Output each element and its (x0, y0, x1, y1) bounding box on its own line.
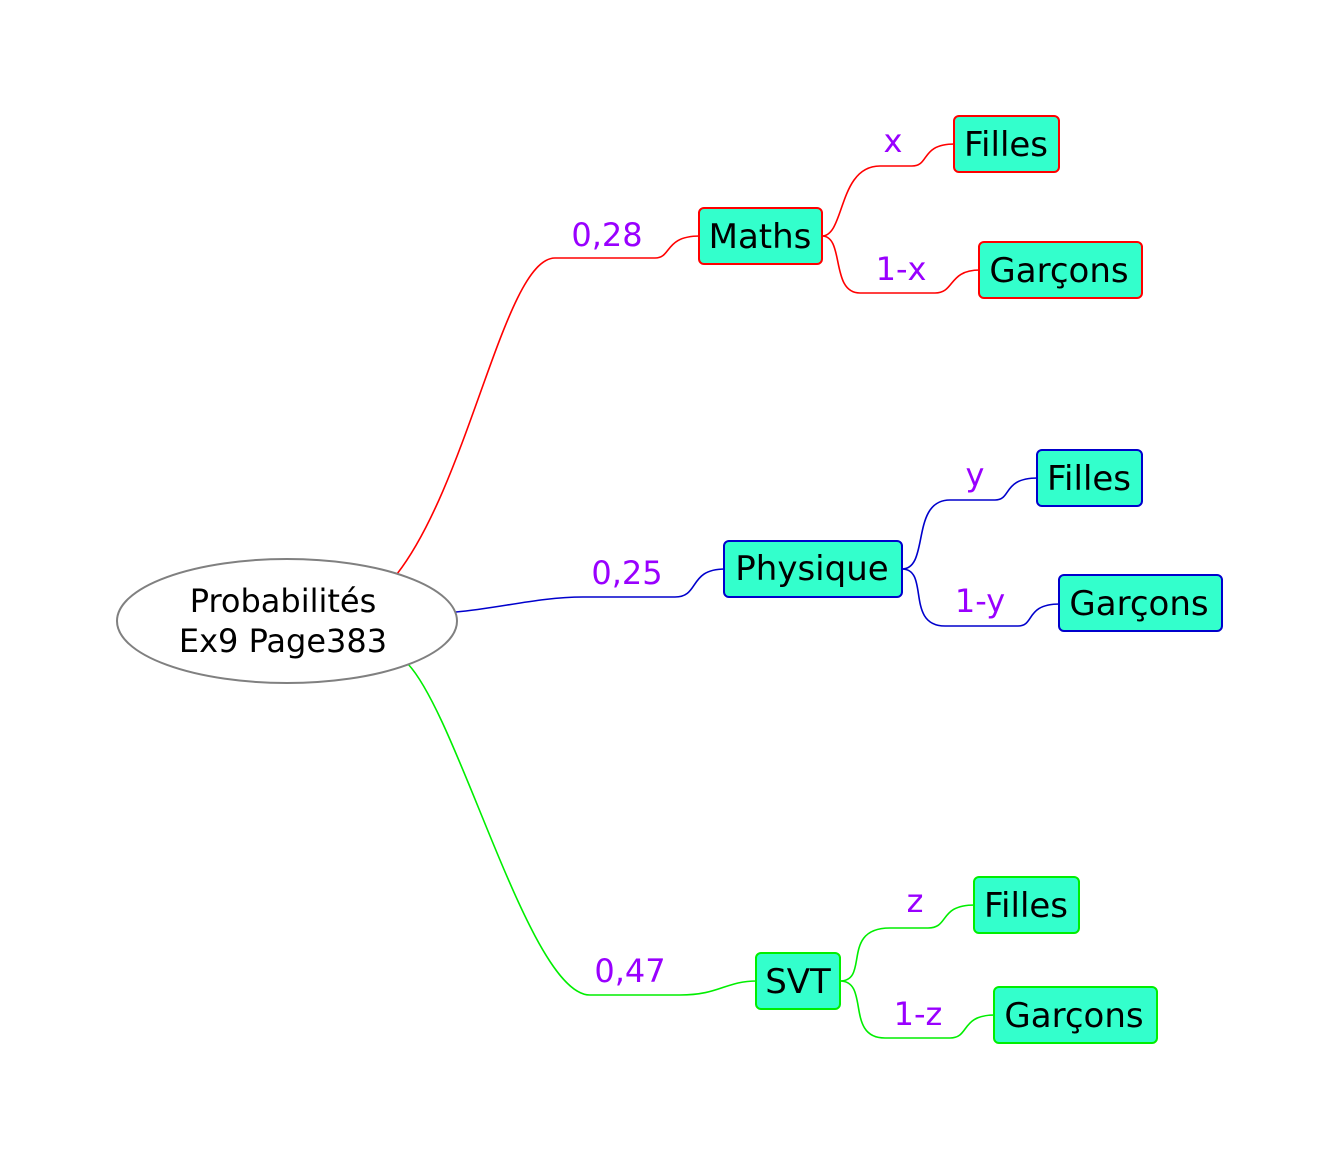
node-physique[interactable]: Physique (723, 540, 903, 598)
node-maths-garcons-box (978, 241, 1143, 299)
node-maths-filles-label: Filles (964, 125, 1048, 165)
node-physique-label: Physique (735, 549, 888, 589)
node-svt-filles-label: Filles (984, 886, 1068, 926)
prob-label-svt-garcons: 1-z (894, 995, 943, 1033)
connector-root-maths (396, 235, 701, 575)
node-svt-box (755, 952, 841, 1010)
node-maths-label: Maths (709, 217, 812, 257)
node-svt-garcons-label: Garçons (1004, 996, 1143, 1036)
connector-svt-filles (839, 904, 976, 982)
prob-label-maths: 0,28 (571, 216, 642, 254)
node-physique-filles-label: Filles (1047, 459, 1131, 499)
prob-label-physique: 0,25 (591, 554, 662, 592)
node-physique-filles-box (1036, 449, 1143, 507)
node-maths-garcons-label: Garçons (989, 251, 1128, 291)
node-maths-filles-box (953, 115, 1060, 173)
node-physique-garcons-box (1058, 574, 1223, 632)
node-svt-garcons-box (993, 986, 1158, 1044)
prob-label-maths-garcons: 1-x (876, 250, 927, 288)
root-title-line2: Ex9 Page383 (179, 622, 387, 660)
prob-label-physique-garcons: 1-y (955, 582, 1005, 620)
connector-physique-filles (901, 477, 1039, 570)
connector-maths-garcons (821, 235, 981, 294)
node-physique-filles[interactable]: Filles (1036, 449, 1143, 507)
node-maths-box (698, 207, 823, 265)
node-maths[interactable]: Maths (698, 207, 823, 265)
node-svt-filles-box (973, 876, 1080, 934)
prob-label-physique-filles: y (966, 456, 985, 494)
connector-svt-garcons (839, 980, 996, 1039)
node-svt-garcons[interactable]: Garçons (993, 986, 1158, 1044)
node-maths-garcons[interactable]: Garçons (978, 241, 1143, 299)
node-physique-garcons[interactable]: Garçons (1058, 574, 1223, 632)
node-svt-label: SVT (765, 962, 831, 1002)
root-ellipse (116, 558, 458, 684)
prob-label-svt-filles: z (907, 882, 924, 920)
node-physique-garcons-label: Garçons (1069, 584, 1208, 624)
root-title-line1: Probabilités (190, 582, 377, 620)
node-svt[interactable]: SVT (755, 952, 841, 1010)
connector-root-physique (455, 568, 726, 613)
node-physique-box (723, 540, 903, 598)
connector-physique-garcons (901, 568, 1061, 627)
node-maths-filles[interactable]: Filles (953, 115, 1060, 173)
prob-label-svt: 0,47 (594, 952, 665, 990)
prob-label-maths-filles: x (884, 122, 903, 160)
connector-maths-filles (821, 143, 956, 237)
root-node: Probabilités Ex9 Page383 (116, 558, 458, 684)
connector-root-svt (407, 663, 758, 996)
node-svt-filles[interactable]: Filles (973, 876, 1080, 934)
